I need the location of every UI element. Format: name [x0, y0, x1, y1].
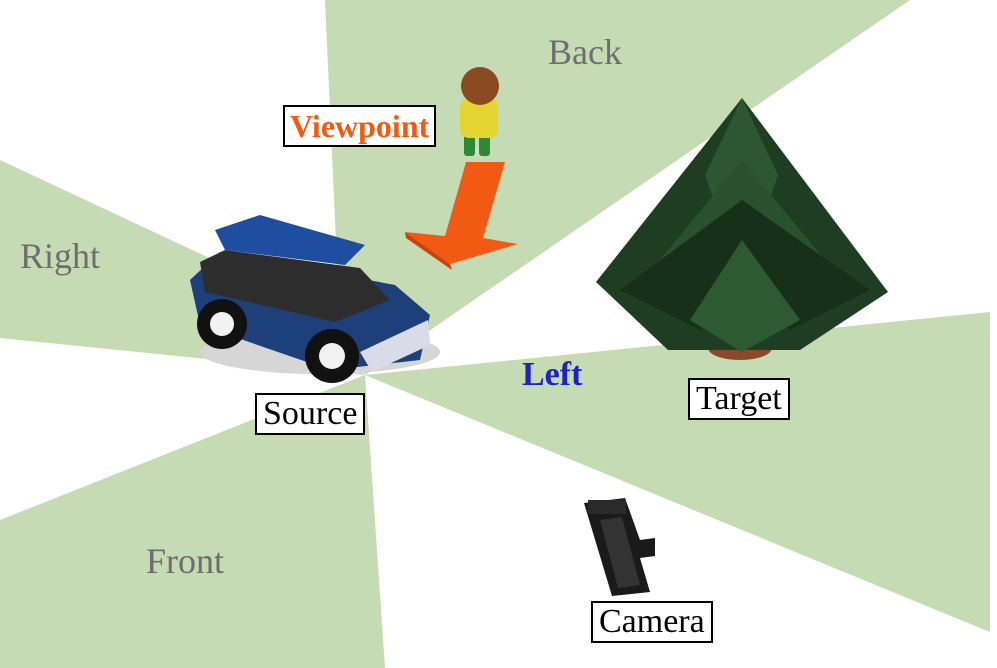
tree-icon	[596, 98, 888, 360]
car-icon	[190, 215, 440, 383]
camera-icon	[584, 498, 655, 596]
person-figure	[460, 67, 499, 156]
viewpoint-arrow	[405, 162, 518, 270]
viewpoint-label: Viewpoint	[283, 105, 437, 147]
left-region	[365, 312, 990, 632]
right-region-label: Right	[20, 236, 101, 276]
front-region-label: Front	[146, 541, 225, 581]
front-region	[0, 375, 385, 668]
target-label: Target	[688, 378, 790, 420]
left-label: Left	[522, 356, 583, 393]
source-label: Source	[255, 393, 366, 435]
back-region-label: Back	[548, 32, 622, 72]
camera-label: Camera	[591, 601, 713, 643]
